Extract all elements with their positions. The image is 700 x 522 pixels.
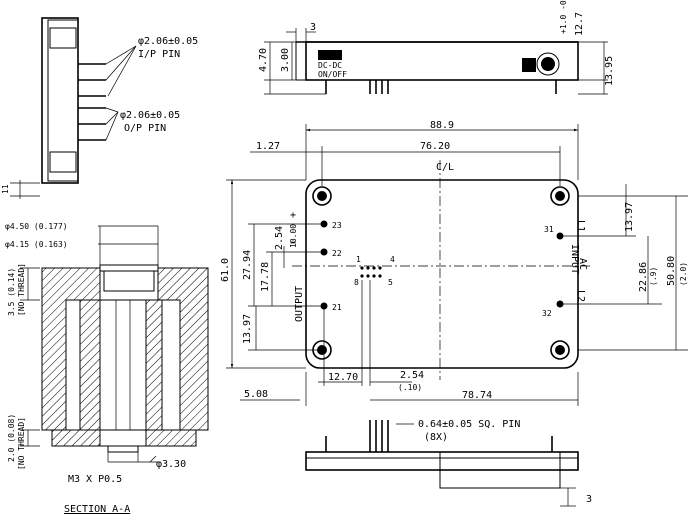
connector-8: 8 bbox=[354, 278, 359, 287]
output-pin-label: O/P PIN bbox=[124, 123, 166, 134]
pin-minus: − bbox=[290, 238, 296, 249]
dim-2-54-horizontal: 2.54 bbox=[400, 370, 424, 381]
top-dim-3: 3 bbox=[310, 22, 316, 33]
ac-label: AC bbox=[577, 258, 588, 270]
connector-header bbox=[360, 266, 382, 278]
side-view: 11 bbox=[1, 17, 106, 199]
side-dim-11: 11 bbox=[1, 184, 10, 194]
input-pin-diameter: φ2.06±0.05 bbox=[138, 36, 198, 47]
dim-50-80-inch: (2.0) bbox=[679, 262, 688, 286]
dim-27-94: 27.94 bbox=[242, 250, 253, 280]
left-offset: 1.27 bbox=[256, 141, 280, 152]
l2-label: L2 bbox=[575, 290, 586, 302]
dim-13-97-left: 13.97 bbox=[242, 314, 253, 344]
top-view: 3 DC-DC ON/OFF 4.70 3.00 +1.0 -0.5 12.7 … bbox=[258, 0, 615, 95]
overall-length: 88.9 bbox=[430, 120, 454, 131]
label-line-2: DC-DC bbox=[318, 61, 342, 70]
output-pin-diameter: φ2.06±0.05 bbox=[120, 110, 180, 121]
bore-inner-dia: φ4.15 (0.163) bbox=[5, 240, 68, 249]
pin-21: 21 bbox=[332, 303, 342, 312]
dim-50-80: 50.80 bbox=[666, 256, 677, 286]
l1-label: L1 bbox=[575, 220, 586, 232]
upper-no-thread: [NO THREAD] bbox=[17, 263, 26, 316]
connector-5: 5 bbox=[388, 278, 393, 287]
dim-2-54-vertical: 2.54 bbox=[274, 226, 285, 250]
output-label: OUTPUT bbox=[294, 286, 305, 322]
label-block bbox=[318, 50, 342, 60]
tolerance: +1.0 -0.5 bbox=[559, 0, 568, 34]
dim-4-70: 4.70 bbox=[258, 48, 269, 72]
small-dia: φ3.30 bbox=[156, 459, 186, 470]
thread-spec: M3 X P0.5 bbox=[68, 474, 122, 485]
lower-depth: 2.0 (0.08) bbox=[7, 414, 16, 462]
lower-no-thread: [NO THREAD] bbox=[17, 417, 26, 470]
dim-2-54-inch: (.10) bbox=[398, 383, 422, 392]
input-label: INPUT bbox=[569, 244, 580, 274]
dim-12-70: 12.70 bbox=[328, 372, 358, 383]
label-line-3: ON/OFF bbox=[318, 70, 347, 79]
sq-pin-spec: 0.64±0.05 SQ. PIN bbox=[418, 419, 520, 430]
bottom-dim-3: 3 bbox=[586, 494, 592, 505]
plan-view: C/L 23 22 21 31 32 + − 1 4 8 5 OU bbox=[220, 120, 688, 406]
upper-depth: 3.5 (0.14) bbox=[7, 268, 16, 316]
pin-plus: + bbox=[290, 210, 296, 221]
input-pin-label: I/P PIN bbox=[138, 49, 180, 60]
section-a-a: φ4.50 (0.177) φ4.15 (0.163) 3.5 (0.14) [… bbox=[5, 222, 209, 515]
pin-callouts: φ2.06±0.05 I/P PIN φ2.06±0.05 O/P PIN bbox=[105, 36, 198, 141]
dim-17-78: 17.78 bbox=[260, 262, 271, 292]
dim-22-86-inch: (.9) bbox=[649, 267, 658, 286]
dim-22-86: 22.86 bbox=[638, 262, 649, 292]
dim-10-00: 10.00 bbox=[289, 224, 298, 248]
dim-78-74: 78.74 bbox=[462, 390, 492, 401]
overall-height: 61.0 bbox=[220, 258, 231, 282]
pin-span: 76.20 bbox=[420, 141, 450, 152]
connector-4: 4 bbox=[390, 255, 395, 264]
centerline-label: C/L bbox=[436, 162, 454, 173]
connector-1: 1 bbox=[356, 255, 361, 264]
pin-32: 32 bbox=[542, 309, 552, 318]
section-title: SECTION A-A bbox=[64, 504, 130, 515]
dim-13-97-right: 13.97 bbox=[624, 202, 635, 232]
dim-3-00: 3.00 bbox=[280, 48, 291, 72]
mounting-holes bbox=[312, 186, 570, 360]
dim-5-08: 5.08 bbox=[244, 389, 268, 400]
bore-outer-dia: φ4.50 (0.177) bbox=[5, 222, 68, 231]
logo-mark bbox=[522, 58, 536, 72]
pin-23: 23 bbox=[332, 221, 342, 230]
dim-13-95: 13.95 bbox=[604, 56, 615, 86]
dim-12-7: 12.7 bbox=[574, 12, 585, 36]
module-outline bbox=[305, 179, 579, 369]
logo-seal bbox=[536, 52, 560, 76]
pin-31: 31 bbox=[544, 225, 554, 234]
bottom-view: 0.64±0.05 SQ. PIN (8X) 3 bbox=[305, 419, 592, 507]
pin-22: 22 bbox=[332, 249, 342, 258]
sq-pin-count: (8X) bbox=[424, 432, 448, 443]
